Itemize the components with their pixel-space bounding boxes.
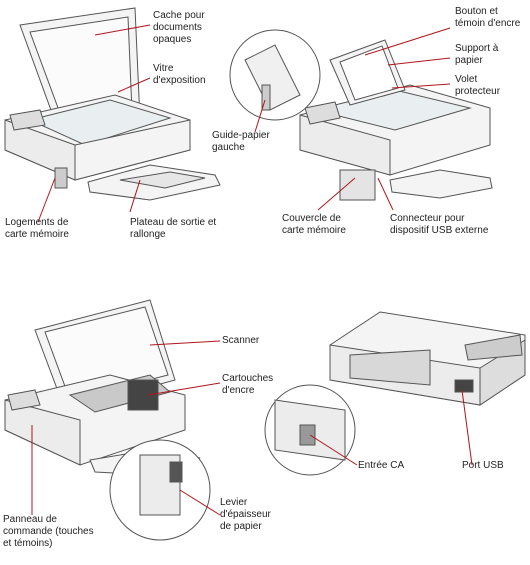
printer-scanner-open <box>4 299 211 541</box>
leader-lines <box>31 24 473 516</box>
label-port: Port USB <box>462 460 504 471</box>
printer-open-lid <box>4 7 221 201</box>
printer-rear-view <box>264 311 526 476</box>
label-scanner: Scanner <box>222 335 260 346</box>
printer-paper-support <box>229 29 493 201</box>
label-entree: Entrée CA <box>358 460 405 471</box>
